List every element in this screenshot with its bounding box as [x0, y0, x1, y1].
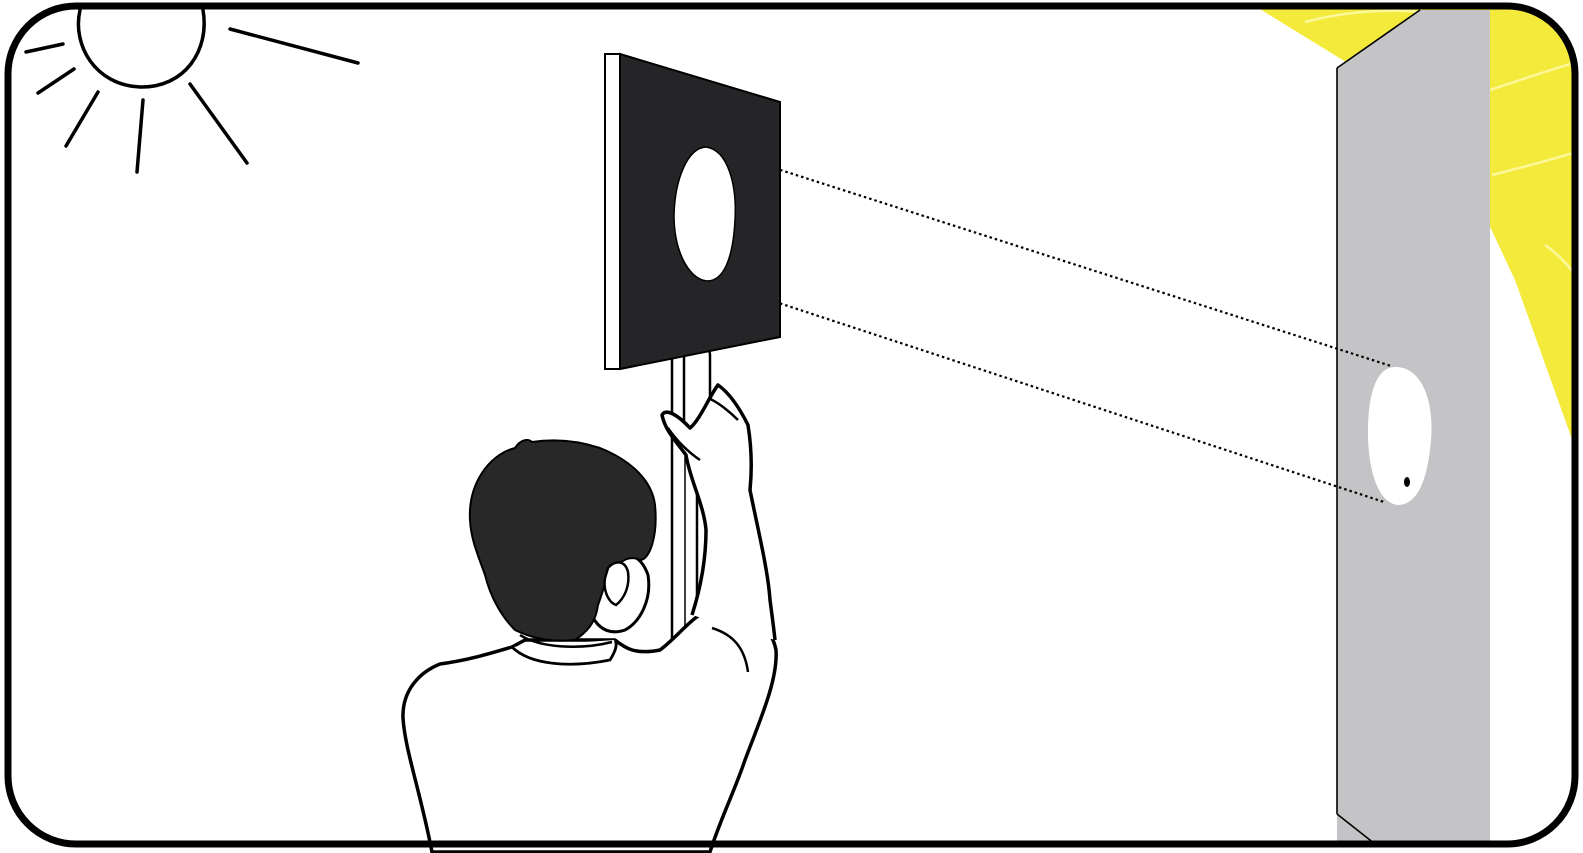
- sunspot-dot: [1404, 477, 1410, 487]
- projection-screen: [1337, 10, 1490, 852]
- pinhole-aperture: [674, 147, 735, 281]
